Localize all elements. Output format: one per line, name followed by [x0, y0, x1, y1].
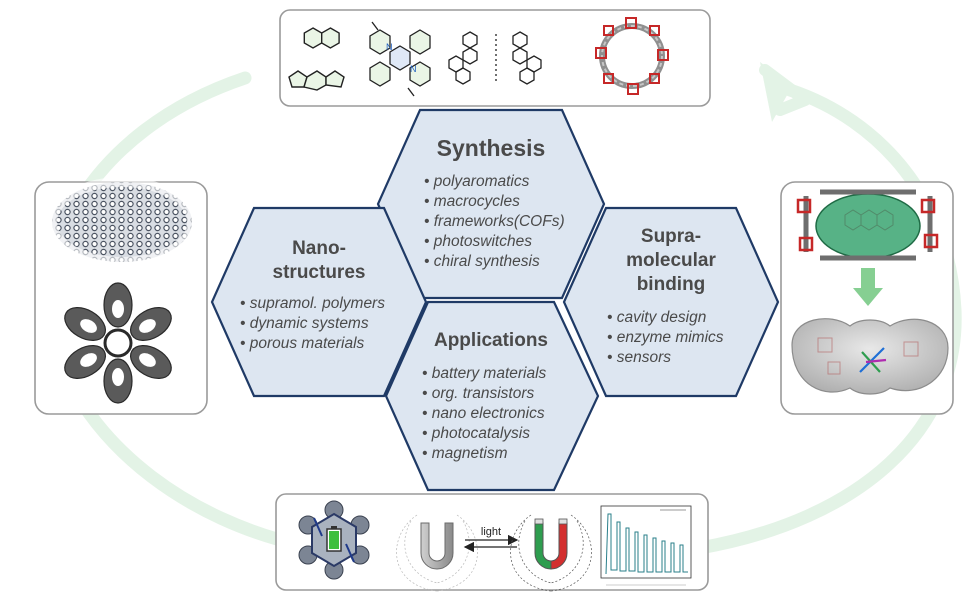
list-item: • photocatalysis	[422, 425, 530, 442]
list-item: • polyaromatics	[424, 173, 530, 190]
list-item: • porous materials	[240, 335, 365, 352]
hexagon-supramolecular: Supra- molecular binding • cavity design…	[562, 206, 780, 398]
macrocycle-icon	[595, 17, 669, 95]
list-item: • sensors	[607, 349, 671, 366]
list-item: • photoswitches	[424, 233, 532, 250]
list-item: • nano electronics	[422, 405, 545, 422]
down-arrow-icon	[853, 268, 883, 306]
list-item: • magnetism	[422, 445, 508, 462]
magnet-active-icon	[510, 514, 592, 592]
hex-title-applications: Applications	[434, 330, 548, 351]
helicene-icon	[448, 31, 542, 85]
hex-title-synthesis: Synthesis	[437, 135, 546, 161]
hexagon-nanostructures: Nano- structures • supramol. polymers • …	[210, 206, 428, 398]
magnet-icon	[396, 514, 478, 592]
right-panel	[780, 181, 954, 415]
bottom-panel: light	[275, 493, 709, 592]
hex-title-supramolecular-line2: molecular	[626, 250, 716, 271]
hex-title-nanostructures-line2: structures	[273, 262, 366, 283]
decay-plot-icon	[600, 505, 692, 586]
list-item: • dynamic systems	[240, 315, 369, 332]
svg-text:N: N	[386, 42, 393, 52]
azulene-icon	[288, 70, 345, 91]
nanotube-icon	[47, 177, 197, 267]
list-item: • battery materials	[422, 365, 547, 382]
svg-text:N: N	[410, 64, 417, 74]
hexagon-applications: Applications • battery materials • org. …	[384, 300, 600, 492]
list-item: • org. transistors	[422, 385, 534, 402]
list-item: • frameworks(COFs)	[424, 213, 565, 230]
cavity-surface-icon	[791, 318, 949, 395]
list-item: • cavity design	[607, 309, 706, 326]
light-label: light	[481, 526, 501, 538]
flower-assembly-icon	[64, 282, 172, 404]
left-panel	[34, 177, 208, 415]
list-item: • supramol. polymers	[240, 295, 385, 312]
hexagon-synthesis: Synthesis • polyaromatics • macrocycles …	[376, 108, 606, 300]
cycle-arrowhead-outline	[759, 64, 811, 116]
list-item: • enzyme mimics	[607, 329, 724, 346]
indolocarbazole-icon: N N	[369, 21, 431, 97]
naphthalene-icon	[303, 27, 340, 49]
host-guest-icon	[796, 189, 939, 261]
cycle-arc-right	[693, 83, 962, 555]
hex-title-supramolecular-line3: binding	[637, 274, 706, 295]
top-panel: N N	[279, 9, 711, 107]
decay-plot-line	[605, 513, 688, 575]
list-item: • chiral synthesis	[424, 253, 540, 270]
light-switch-arrows: light	[463, 526, 519, 553]
hex-title-nanostructures-line1: Nano-	[292, 238, 346, 259]
hex-title-supramolecular-line1: Supra-	[641, 226, 701, 247]
list-item: • macrocycles	[424, 193, 520, 210]
framework-battery-icon	[298, 500, 370, 580]
